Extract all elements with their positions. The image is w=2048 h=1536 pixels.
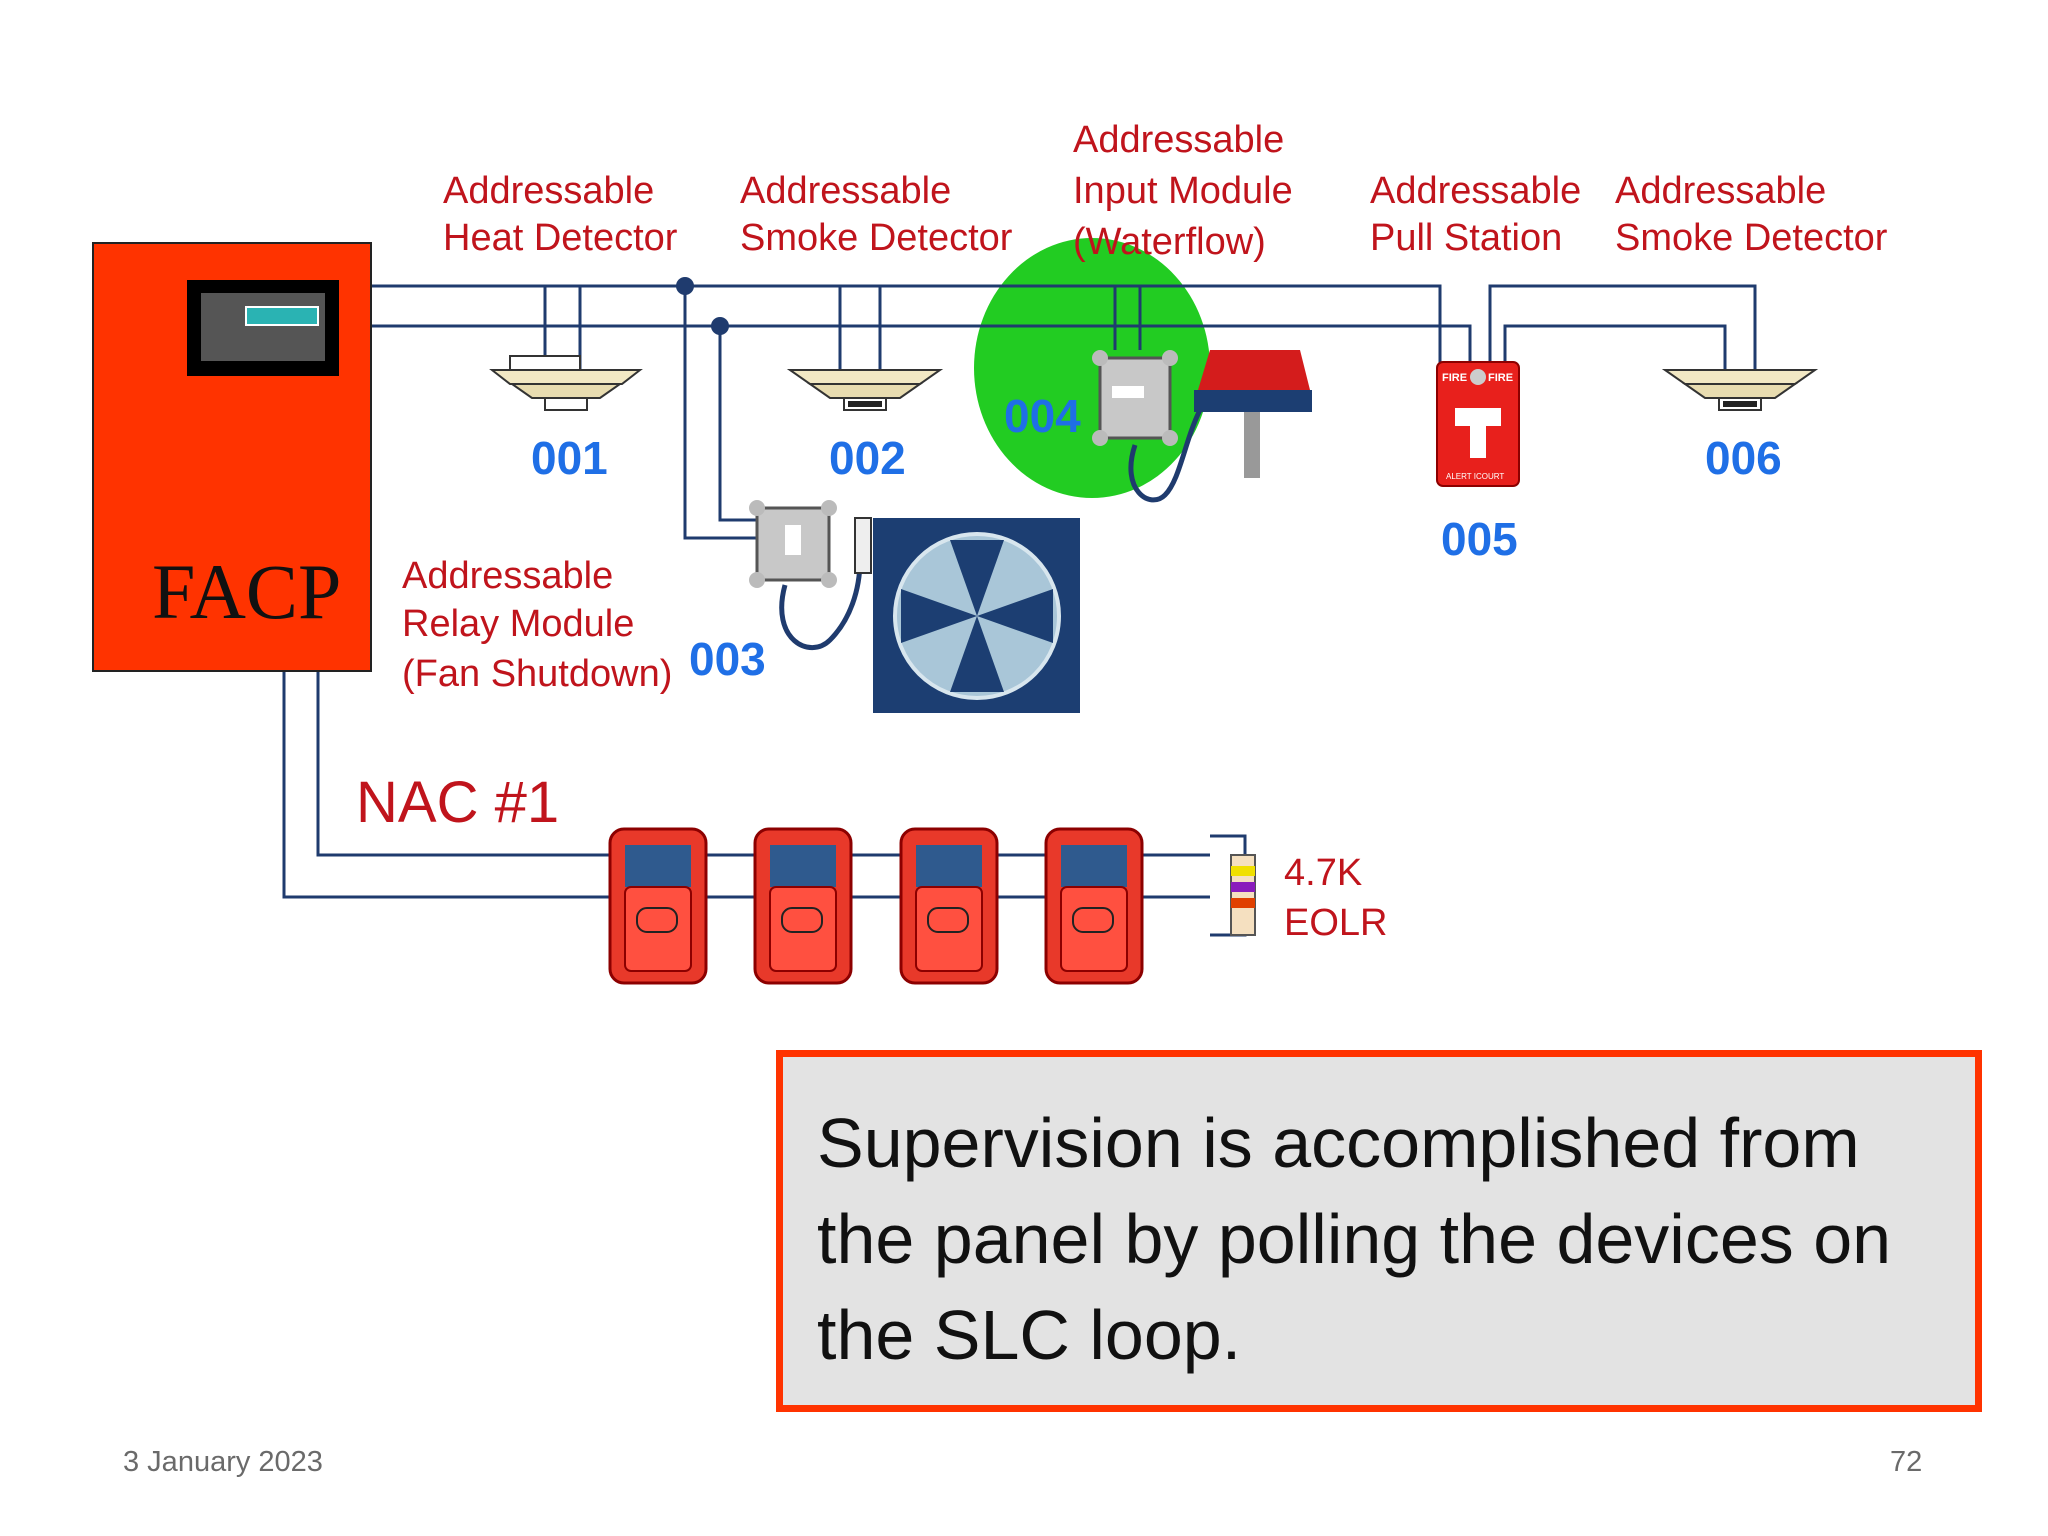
address-005: 005 [1441,513,1518,565]
highlight-circle [974,238,1210,498]
notification-appliance [1044,827,1144,985]
address-001: 001 [531,432,608,484]
smoke-detector-icon [1661,369,1819,411]
pull-station-icon: FIRE FIRE ALERT ICOURT [1436,361,1520,487]
page-number: 72 [1890,1446,1923,1478]
smoke-detector-icon [786,369,944,411]
svg-text:FIRE: FIRE [1488,372,1513,384]
callout-line: Supervision is accomplished from [817,1104,1860,1182]
facp-label: FACP [152,548,341,635]
heat-detector-icon [489,355,643,411]
notification-appliance [753,827,853,985]
notification-appliance [608,827,708,985]
relay-module-icon [749,500,863,651]
junction-dot [676,277,694,295]
slc-wiring [372,284,1757,540]
svg-text:FIRE: FIRE [1442,372,1467,384]
waterflow-switch-icon [1194,350,1312,478]
address-002: 002 [829,432,906,484]
facp-panel: FACP [92,242,372,672]
fan-icon [873,518,1080,713]
footer-date: 3 January 2023 [123,1446,323,1478]
callout-box: Supervision is accomplished from the pan… [776,1050,1982,1412]
nac-label: NAC #1 [356,770,559,835]
input-module-icon [1092,350,1203,503]
address-003: 003 [689,633,766,685]
address-004: 004 [1004,390,1081,442]
callout-line: the panel by polling the devices on [817,1200,1892,1278]
address-006: 006 [1705,432,1782,484]
svg-text:ALERT ICOURT: ALERT ICOURT [1446,472,1504,481]
callout-line: the SLC loop. [817,1296,1242,1374]
fan-connector [854,517,872,574]
junction-dot [711,317,729,335]
notification-appliance [899,827,999,985]
eol-resistor-icon [1230,854,1256,936]
